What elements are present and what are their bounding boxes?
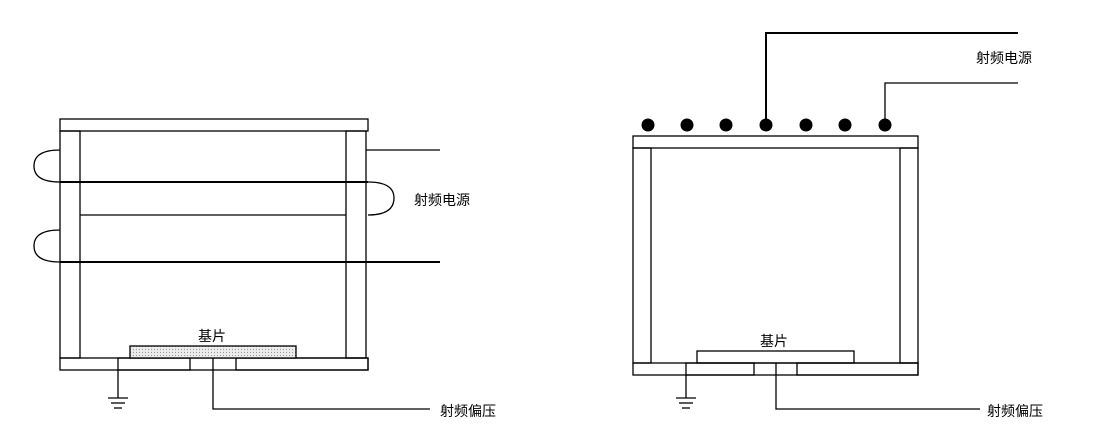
left-reactor-diagram — [33, 118, 440, 410]
right-wall-left — [632, 147, 652, 364]
right-wall-right — [899, 147, 919, 364]
left-wall-left — [59, 130, 81, 359]
right-rf-lead-top — [765, 32, 1018, 125]
left-wall-right — [345, 130, 367, 359]
left-rf-bias-lead — [212, 358, 430, 410]
right-electrode-left — [685, 362, 755, 376]
right-substrate — [696, 350, 855, 364]
right-substrate-label: 基片 — [760, 333, 788, 350]
coil-dot — [641, 118, 655, 132]
left-ground-icon — [108, 370, 128, 409]
left-rf-bias-label: 射频偏压 — [440, 404, 496, 420]
left-top-plate — [59, 118, 369, 132]
left-bottom-plate — [59, 357, 369, 371]
left-electrode-left — [117, 357, 191, 371]
right-electrode-right — [796, 362, 919, 376]
left-rf-power-label: 射频电源 — [414, 193, 470, 209]
left-rf-coil — [33, 149, 440, 263]
coil-dot — [759, 118, 773, 132]
coil-dot — [680, 118, 694, 132]
coil-dot — [719, 118, 733, 132]
right-rf-bias-lead — [775, 363, 980, 410]
left-substrate-label: 基片 — [198, 328, 226, 345]
left-substrate — [129, 345, 297, 359]
right-rf-bias-label: 射频偏压 — [987, 404, 1043, 420]
right-ground-icon — [676, 375, 696, 409]
right-rf-lead-bottom — [884, 82, 1018, 125]
left-electrode-right — [235, 357, 369, 371]
right-rf-power-label: 射频电源 — [976, 51, 1032, 67]
right-reactor-diagram — [632, 32, 1018, 410]
coil-dot — [878, 118, 892, 132]
coil-dot — [838, 118, 852, 132]
right-top-plate — [632, 135, 919, 149]
right-rf-coil-dots — [641, 118, 892, 132]
coil-dot — [799, 118, 813, 132]
